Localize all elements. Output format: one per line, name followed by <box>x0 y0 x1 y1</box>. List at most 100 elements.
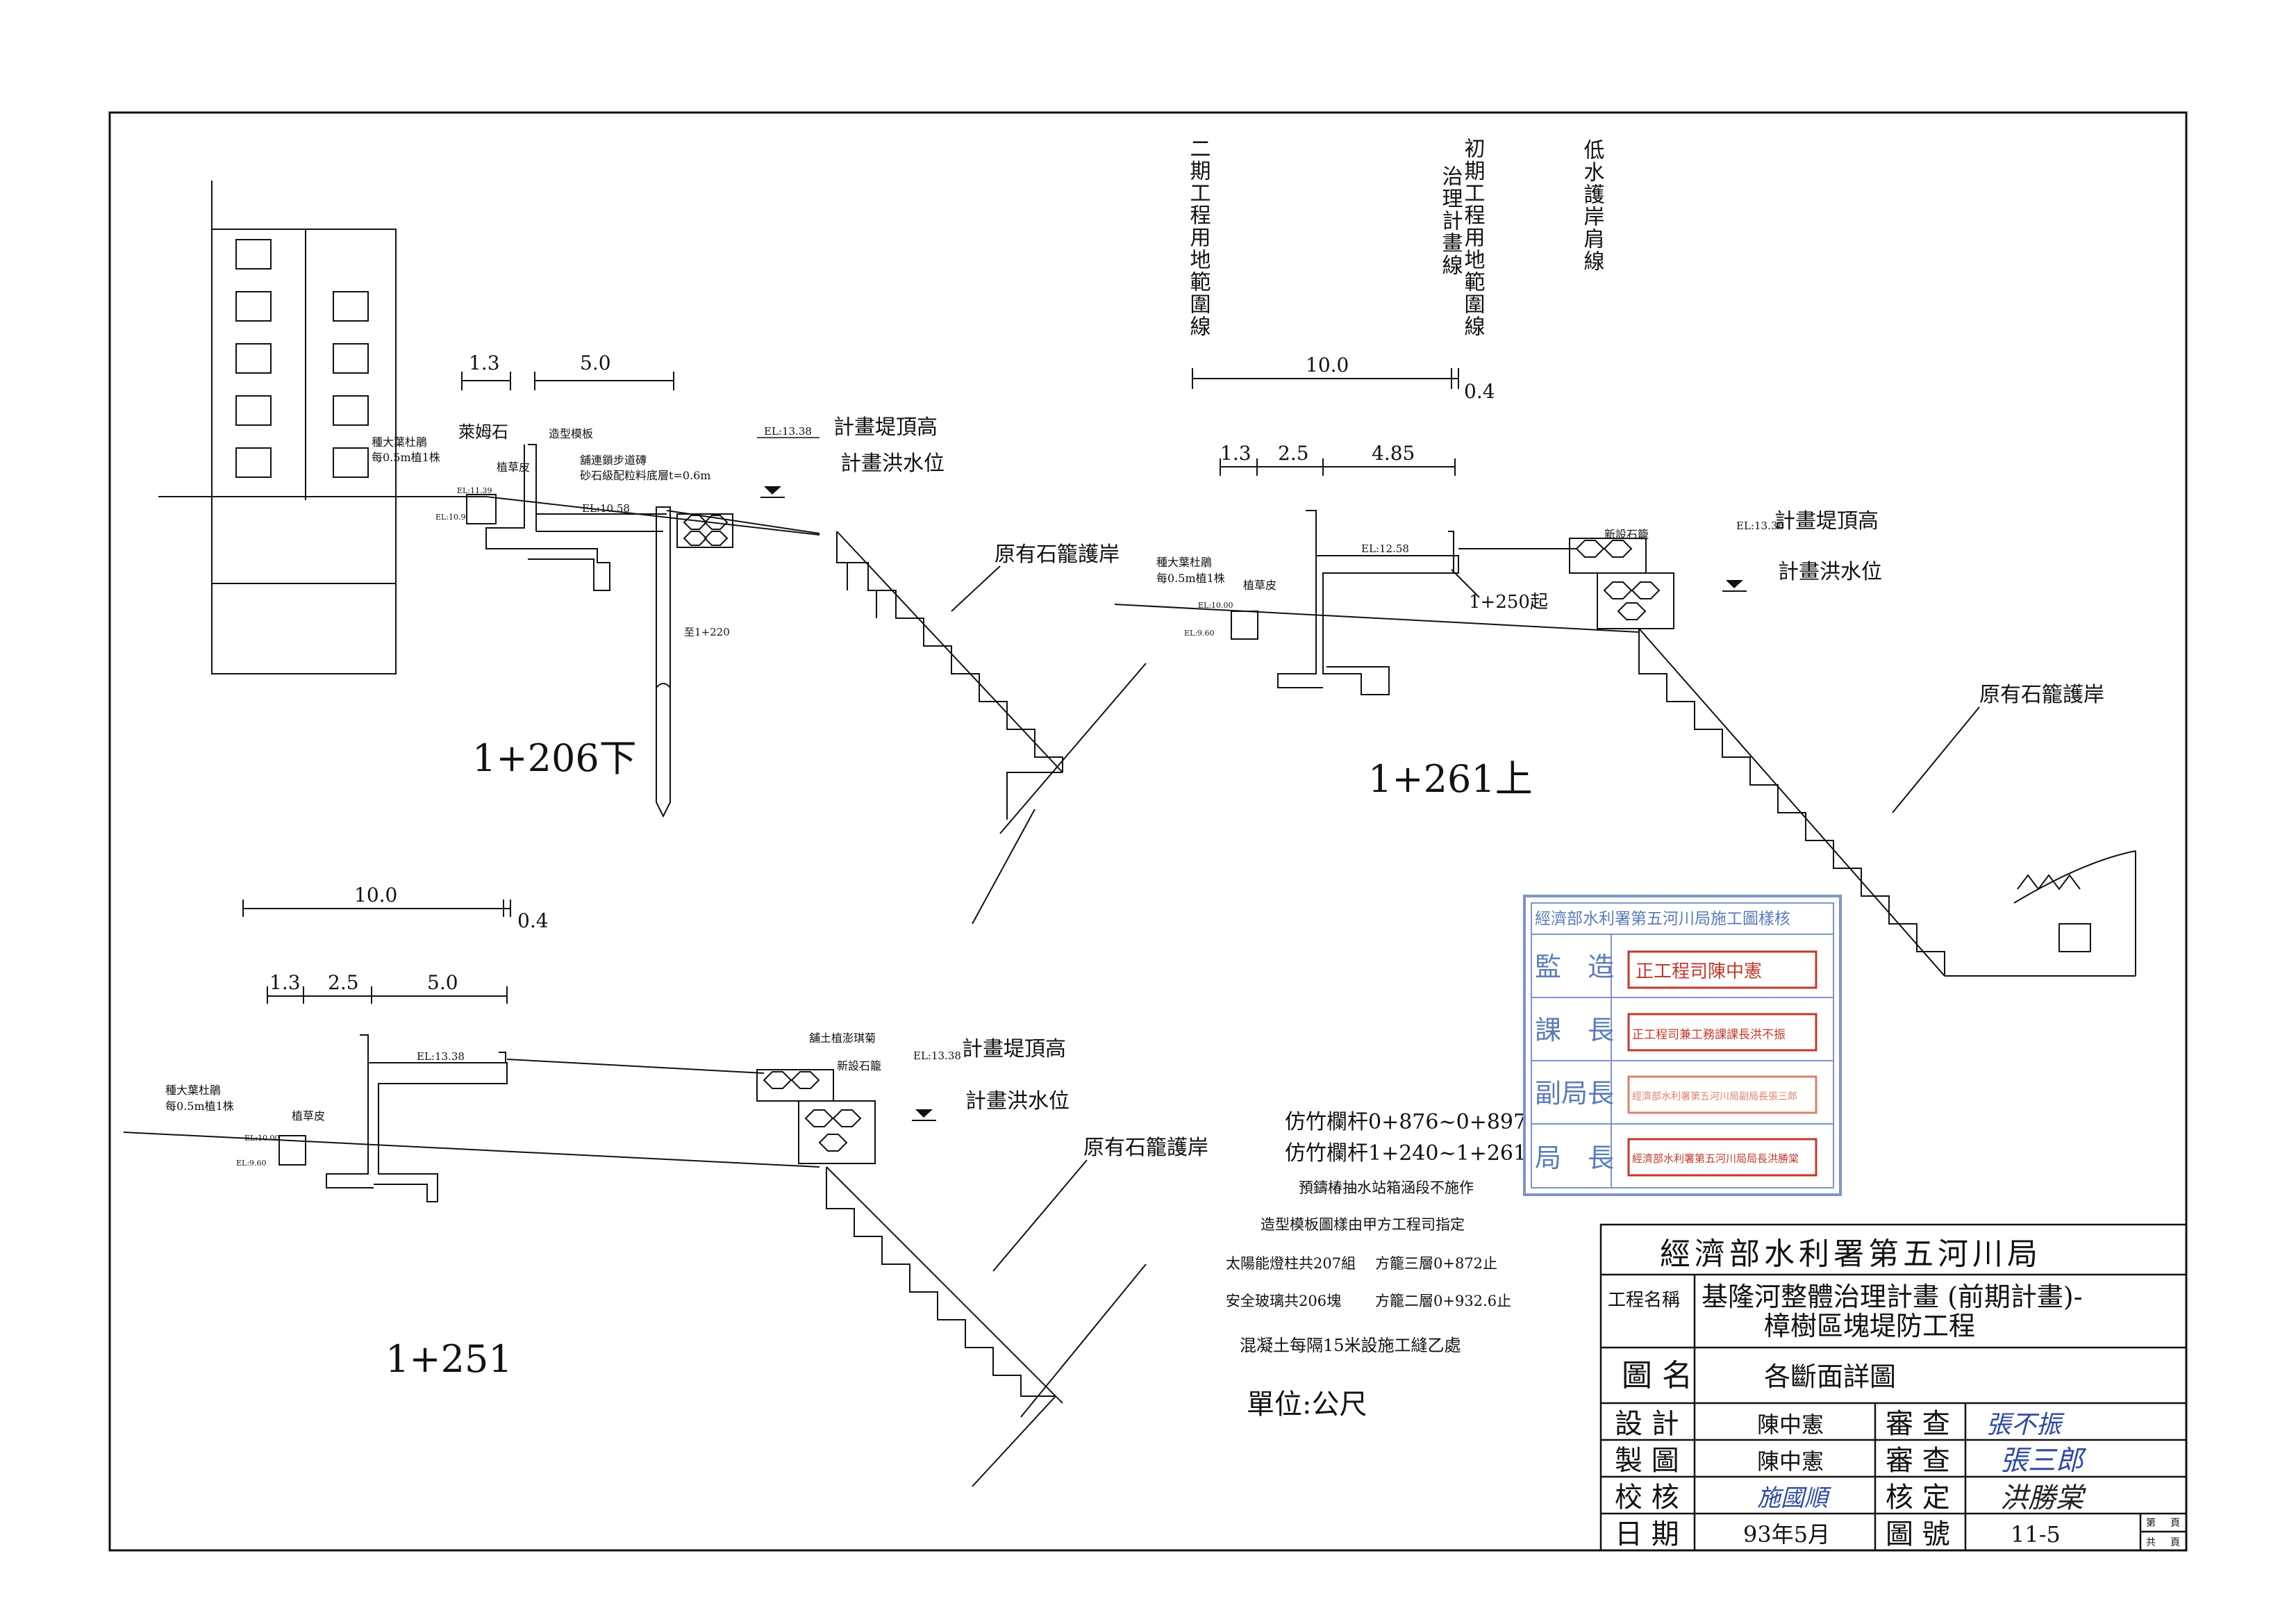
flood-level-label: 計畫洪水位 <box>965 1089 1070 1113</box>
dim-10-0: 10.0 <box>354 884 397 906</box>
dim-1-3: 1.3 <box>469 351 500 374</box>
existing-revetment-label: 原有石籠護岸 <box>995 542 1120 567</box>
el-12-58: EL:12.58 <box>1361 542 1409 555</box>
note-gabion-2: 方籠二層0+932.6止 <box>1375 1293 1511 1309</box>
new-gabion-label: 新設石籠 <box>837 1059 881 1072</box>
dim-4-85: 4.85 <box>1372 442 1415 465</box>
dim-10-0: 10.0 <box>1306 354 1349 376</box>
start-label: 1+250起 <box>1469 592 1548 613</box>
dim-0-4: 0.4 <box>517 909 549 932</box>
grass-label: 植草皮 <box>1243 579 1276 592</box>
initial-line-label-b: 治理計畫線 <box>1438 165 1463 276</box>
drawing-name: 各斷面詳圖 <box>1764 1361 1896 1392</box>
phase2-line-label: 二期工程用地範圍線 <box>1186 138 1211 338</box>
el-9-60: EL:9.60 <box>1184 629 1215 638</box>
water-level-icon <box>915 1109 933 1118</box>
dim-1-3: 1.3 <box>1220 442 1251 465</box>
seal-director: 經濟部水利署第五河川局局長洪勝棠 <box>1632 1152 1799 1165</box>
gabion-1206 <box>676 513 733 548</box>
existing-revetment-label: 原有石籠護岸 <box>1083 1136 1208 1160</box>
project-label: 工程名稱 <box>1608 1290 1680 1311</box>
flood-level-label: 計畫洪水位 <box>840 451 945 476</box>
dim-2-5: 2.5 <box>328 971 359 994</box>
existing-revetment-label: 原有石籠護岸 <box>1979 683 2104 707</box>
note-glass: 安全玻璃共206塊 <box>1226 1293 1341 1309</box>
note-gabion-3: 方籠三層0+872止 <box>1375 1255 1497 1272</box>
stamp-role-section-chief: 課 長 <box>1535 1015 1614 1045</box>
note-railing-1: 仿竹欄杆0+876~0+897 <box>1285 1110 1526 1134</box>
approver-signature: 洪勝棠 <box>2000 1482 2086 1514</box>
dim-5-0: 5.0 <box>427 971 458 994</box>
section-1261: 10.0 0.4 1.3 2.5 4.85 種大葉杜鵑 <box>1114 354 2136 977</box>
check-label-1: 審 查 <box>1886 1408 1950 1440</box>
project-name-line-2: 樟樹區塊堤防工程 <box>1764 1311 1975 1341</box>
approve-label: 核 定 <box>1886 1482 1950 1514</box>
agency-name: 經濟部水利署第五河川局 <box>1660 1236 2042 1272</box>
note-pump-station: 預鑄椿抽水站箱涵段不施作 <box>1299 1179 1474 1196</box>
section-1206: 1.3 5.0 <box>158 181 1147 925</box>
existing-revetment-1261 <box>1638 628 2136 977</box>
section-title-1261: 1+261上 <box>1368 757 1533 801</box>
tree-spacing-label: 每0.5m植1株 <box>372 451 440 464</box>
el-10-9: EL:10.9 <box>435 513 466 522</box>
building <box>211 229 397 674</box>
dim-5-0: 5.0 <box>580 351 611 374</box>
plan-top-label: 計畫堤頂高 <box>833 415 938 440</box>
grass-label: 植草皮 <box>497 461 530 474</box>
stamp-header: 經濟部水利署第五河川局施工圖樣核 <box>1535 910 1790 928</box>
designer: 陳中憲 <box>1757 1411 1824 1438</box>
building-windows <box>235 239 369 478</box>
note-unit: 單位:公尺 <box>1247 1389 1367 1420</box>
sheet-border <box>108 111 2188 1552</box>
tree-label: 種大葉杜鵑 <box>1156 556 1212 569</box>
approval-stamp: 經濟部水利署第五河川局施工圖樣核 監 造 課 長 副局長 局 長 正工程司陳中憲… <box>1523 895 1842 1196</box>
stamp-role-supervisor: 監 造 <box>1535 952 1614 982</box>
verify-label: 校 核 <box>1615 1482 1679 1514</box>
stamp-role-director: 局 長 <box>1535 1143 1614 1173</box>
draw-label: 製 圖 <box>1615 1445 1679 1477</box>
water-level-icon <box>1726 580 1743 588</box>
check-label-2: 審 查 <box>1886 1445 1950 1477</box>
el-13-38: EL:13.38 <box>764 425 812 438</box>
sheet-label: 第 <box>2146 1517 2156 1529</box>
existing-revetment-1206 <box>836 531 1063 773</box>
project-name-line-1: 基隆河整體治理計畫 (前期計畫)- <box>1702 1282 2083 1312</box>
title-block <box>1599 1223 2188 1552</box>
formwork-label: 造型模板 <box>549 427 593 440</box>
tree-spacing-label: 每0.5m植1株 <box>1156 572 1225 585</box>
seal-deputy-director: 經濟部水利署第五河川局副局長張三郎 <box>1632 1091 1797 1102</box>
seal-section-chief: 正工程司兼工務課課長洪不振 <box>1632 1028 1786 1042</box>
dim-1-3: 1.3 <box>269 971 301 994</box>
drafter: 陳中憲 <box>1757 1448 1824 1475</box>
checker-2-signature: 張三郎 <box>2000 1445 2087 1477</box>
flood-level-label: 計畫洪水位 <box>1778 560 1882 584</box>
plan-top-label: 計畫堤頂高 <box>1774 509 1879 533</box>
fill-label: 舖土植澎琪菊 <box>809 1031 876 1045</box>
el-13-38: EL:13.38 <box>913 1050 961 1062</box>
title-block-text: 經濟部水利署第五河川局 工程名稱 基隆河整體治理計畫 (前期計畫)- 樟樹區塊堤… <box>1608 1236 2180 1550</box>
walkway-label-1: 舖連鎖步道磚 <box>580 454 647 467</box>
section-title-1251: 1+251 <box>385 1337 513 1381</box>
plan-top-label: 計畫堤頂高 <box>962 1037 1066 1061</box>
new-gabion-label: 新設石籠 <box>1604 528 1649 541</box>
existing-revetment-1251 <box>826 1166 1147 1487</box>
tree-label: 種大葉杜鵑 <box>165 1084 221 1097</box>
note-formwork: 造型模板圖樣由甲方工程司指定 <box>1261 1216 1465 1233</box>
note-solar-lamp: 太陽能燈柱共207組 <box>1226 1255 1356 1272</box>
stamp-role-deputy-director: 副局長 <box>1535 1078 1614 1109</box>
tree-label: 種大葉杜鵑 <box>372 436 427 449</box>
note-joint: 混凝土每隔15米設施工縫乙處 <box>1240 1336 1461 1355</box>
el-11-39: EL:11.39 <box>457 486 492 495</box>
seal-supervisor: 正工程司陳中憲 <box>1636 961 1762 982</box>
dim-2-5: 2.5 <box>1278 442 1309 465</box>
date-value: 93年5月 <box>1743 1521 1830 1548</box>
initial-line-label-a: 初期工程用地範圍線 <box>1461 138 1486 338</box>
total-label: 共 <box>2146 1537 2156 1548</box>
date-label: 日 期 <box>1615 1518 1679 1550</box>
el-9-60: EL:9.60 <box>236 1159 267 1168</box>
checker-1-signature: 張不振 <box>1986 1411 2065 1439</box>
gabion-1261 <box>1569 538 1674 629</box>
section-title-1206: 1+206下 <box>472 736 637 780</box>
water-level-icon <box>764 486 781 495</box>
